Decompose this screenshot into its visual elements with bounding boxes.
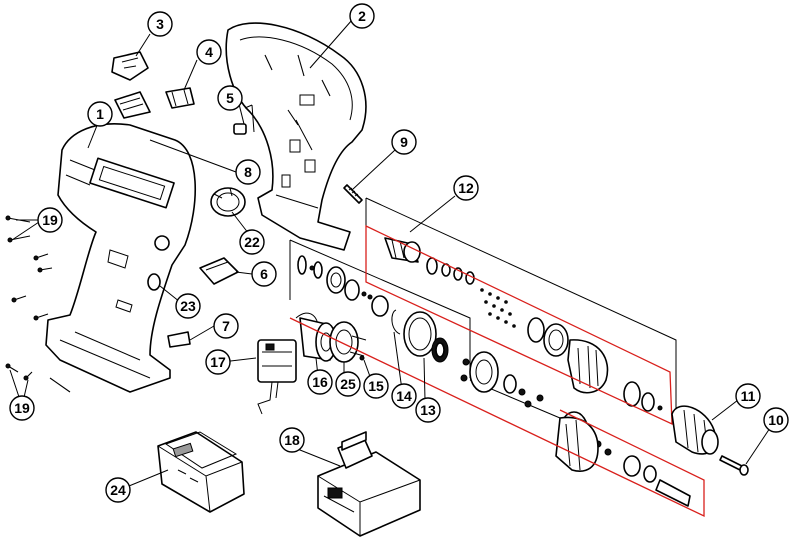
callout-16: 16 xyxy=(307,369,333,395)
callout-12: 12 xyxy=(453,175,479,201)
callout-3-label: 3 xyxy=(156,16,164,32)
callout-18-label: 18 xyxy=(284,432,300,448)
callout-7-label: 7 xyxy=(222,318,230,334)
callout-4-label: 4 xyxy=(205,44,213,60)
gear-ring-part xyxy=(210,187,246,217)
callout-14: 14 xyxy=(391,383,417,409)
housing-right-half xyxy=(225,22,367,251)
housing-left-half xyxy=(45,123,197,393)
callout-17: 17 xyxy=(205,349,231,375)
callout-8: 8 xyxy=(235,159,261,185)
callout-11-label: 11 xyxy=(741,388,756,404)
spring-clip-part xyxy=(165,87,195,109)
callout-19-bottom: 19 xyxy=(9,395,35,421)
callout-4: 4 xyxy=(196,39,222,65)
callout-13: 13 xyxy=(415,397,441,423)
callout-24-label: 24 xyxy=(110,482,126,498)
chuck-screw-part xyxy=(719,455,749,476)
callout-23-label: 23 xyxy=(180,298,196,314)
callout-16-label: 16 xyxy=(312,374,328,390)
callout-23: 23 xyxy=(175,293,201,319)
callout-10: 10 xyxy=(763,407,789,433)
callout-19-bottom-label: 19 xyxy=(14,400,30,416)
callout-13-label: 13 xyxy=(420,402,436,418)
spindle-part xyxy=(384,237,569,357)
callout-15: 15 xyxy=(363,373,389,399)
callout-1: 1 xyxy=(87,101,113,127)
callout-19-top: 19 xyxy=(37,207,63,233)
callout-2-label: 2 xyxy=(358,8,366,24)
gear-housing-part xyxy=(555,416,599,472)
callout-1-label: 1 xyxy=(96,106,104,122)
callout-22-label: 22 xyxy=(244,234,260,250)
small-ring-part xyxy=(147,273,161,291)
assembly-axis-lines xyxy=(289,224,705,518)
callout-6-label: 6 xyxy=(260,266,268,282)
bracket-plate-part xyxy=(199,257,239,285)
clutch-ring-part xyxy=(567,339,663,412)
callout-6: 6 xyxy=(251,261,277,287)
charger-part xyxy=(157,431,245,513)
pad-part xyxy=(167,331,191,348)
callout-25: 25 xyxy=(335,371,361,397)
callout-24: 24 xyxy=(105,477,131,503)
switch-cover-part xyxy=(111,51,149,81)
gear-cage-part xyxy=(329,321,367,363)
callout-11: 11 xyxy=(735,383,761,409)
callout-9: 9 xyxy=(391,129,417,155)
callout-5-label: 5 xyxy=(226,90,234,106)
keyless-chuck-part xyxy=(671,405,719,455)
callout-22: 22 xyxy=(239,229,265,255)
callout-12-label: 12 xyxy=(458,180,474,196)
callout-18: 18 xyxy=(279,427,305,453)
battery-pack-part xyxy=(317,431,421,537)
callout-14-label: 14 xyxy=(396,388,412,404)
trigger-switch-part xyxy=(257,312,319,415)
callout-7: 7 xyxy=(213,313,239,339)
callout-9-label: 9 xyxy=(400,134,408,150)
callout-19-top-label: 19 xyxy=(42,212,58,228)
callout-15-label: 15 xyxy=(368,378,384,394)
housing-screws xyxy=(5,215,71,393)
direction-lever-part xyxy=(114,91,151,119)
ring-gear-part xyxy=(391,309,449,363)
small-pin-part xyxy=(233,104,255,135)
callout-10-label: 10 xyxy=(768,412,784,428)
screw-part xyxy=(343,184,363,204)
callout-2: 2 xyxy=(349,3,375,29)
clutch-ball-pattern xyxy=(480,288,516,328)
washers-row xyxy=(297,255,389,317)
callout-8-label: 8 xyxy=(244,164,252,180)
callout-5: 5 xyxy=(217,85,243,111)
callout-3: 3 xyxy=(147,11,173,37)
leader-lines xyxy=(9,19,771,489)
callout-25-label: 25 xyxy=(340,376,356,392)
callout-17-label: 17 xyxy=(210,354,226,370)
